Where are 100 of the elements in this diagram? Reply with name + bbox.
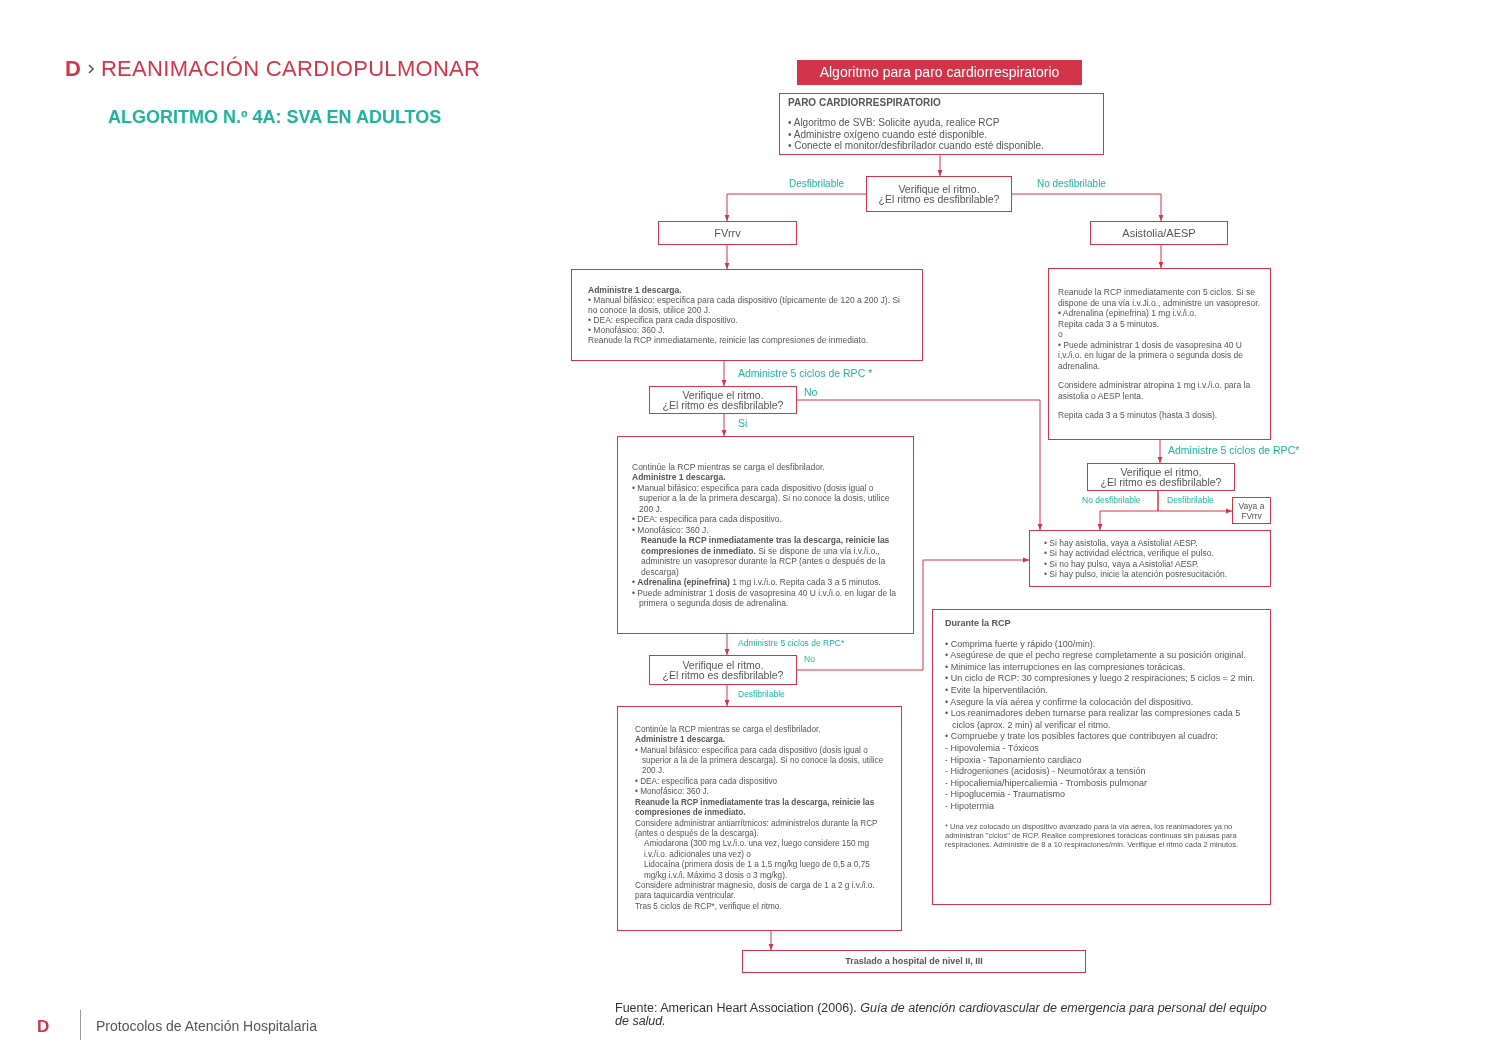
process-box	[571, 269, 923, 361]
edge-label: Desfibrilable	[788, 179, 846, 189]
connector-arrow	[721, 360, 727, 387]
decision-box	[649, 655, 797, 685]
box-text: Amiodarona (300 mg Lv./i.o. una vez, luego considere 150 mg i.v./i.o. adicionales una vez) o	[643, 839, 871, 860]
footer-text: Protocolos de Atención Hospitalaria	[96, 1017, 318, 1036]
box-text: • Administre oxígeno cuando esté disponible.	[788, 128, 989, 140]
box-text: ¿El ritmo es desfibrilable?	[878, 194, 1000, 205]
connector-arrow	[796, 399, 1043, 531]
connector-arrow	[724, 193, 867, 222]
box-text: ¿El ritmo es desfibrilable?	[662, 400, 784, 411]
connector-arrow	[721, 413, 727, 437]
box-text: • Puede administrar 1 dosis de vasopresina 40 U i,v./i.o. en lugar de la primera o segunda dosis de adrenalina.	[1058, 339, 1245, 372]
box-text: • Compruebe y trate los posibles factores que contribuyen al cuadro:	[945, 731, 1219, 743]
box-text: - Hidrogeniones (acidosis) - Neumotórax a tensión	[945, 766, 1147, 778]
box-text: Continúe la RCP mientras se carga el desfibrilador.	[632, 461, 826, 472]
box-text: • DEA: especifica para cada dispositivo.	[632, 514, 783, 525]
box-text: • DEA: especifica para cada dispositivo	[635, 776, 779, 787]
box-text: ¿El ritmo es desfibrilable?	[662, 670, 784, 681]
box-heading: Administre 1 descarga.	[632, 472, 727, 483]
edge-label: No	[803, 387, 819, 398]
box-text: Tras 5 ciclos de RCP*, verifique el ritmo.	[635, 901, 783, 913]
connector-arrow	[937, 154, 943, 177]
box-text: Considere administrar magnesio, dosis de carga de 1 a 2 g i.v./i.o. para taquicardia ventricular.	[635, 880, 876, 902]
connector-arrow	[1157, 439, 1163, 464]
box-text: Repita cada 3 a 5 minutos (hasta 3 dosis).	[1058, 410, 1219, 421]
connector-arrow	[724, 633, 730, 656]
box-text: • Monofásico: 360 J.	[635, 787, 710, 798]
edge-label: No desfibrilable	[1036, 179, 1107, 189]
box-text: • Asegure la vía aérea y confirme la colocación del dispositivo.	[945, 696, 1195, 709]
algorithm-subtitle: ALGORITMO N.º 4A: SVA EN ADULTOS	[108, 106, 442, 129]
box-text: Asistolia/AESP	[1122, 225, 1196, 241]
box-text: Algoritmo para paro cardiorrespiratorio	[819, 63, 1060, 82]
edge-label: Administre 5 ciclos de RPC*	[737, 639, 846, 648]
connector-arrow	[724, 684, 730, 707]
connector-arrow	[1011, 193, 1164, 222]
box-text: Verifique el ritmo.	[682, 659, 764, 670]
box-heading: Durante la RCP	[945, 618, 1012, 630]
box-text: Verifique el ritmo.	[1120, 466, 1202, 477]
box-text: • Adrenalina (epinefrina) 1 mg i.v./i.o.	[1058, 308, 1198, 319]
box-text: • Si hay pulso, inicie la atención posresucitación.	[1044, 569, 1228, 580]
source-caption: Fuente: American Heart Association (2006). Guía de atención cardiovascular de emergencia para personal del equipo de salud.	[615, 1002, 1268, 1028]
process-box	[932, 609, 1271, 905]
connector-arrow	[724, 244, 730, 270]
decision-box	[1087, 463, 1235, 491]
box-text: Reanude la RCP inmediatamente con 5 ciclos. Si se dispone de una vía i.v.Ji.o., administre un vasopresor.	[1058, 287, 1261, 309]
process-box	[1232, 497, 1271, 524]
process-box	[779, 93, 1104, 155]
box-text: • Evite la hiperventilación.	[945, 684, 1049, 697]
box-text: - Hipotermia	[945, 800, 995, 813]
edge-label: Desfibrilable	[1166, 496, 1215, 505]
box-text: Traslado a hospital de nivel II, III	[845, 954, 983, 968]
box-heading: Administre 1 descarga.	[588, 285, 683, 295]
edge-label: Si	[737, 418, 749, 429]
box-text: • Si hay asistolia, vaya a Asistolia! AESP.	[1044, 537, 1199, 548]
box-text: • Si no hay pulso, vaya a Asistolia! AESP.	[1044, 558, 1200, 569]
box-text: Reanude la RCP inmediatamente, reinicie las compresiones de inmediato.	[588, 335, 870, 345]
box-text: - Hipoglucemia - Traumatismo	[945, 789, 1067, 801]
box-text: Verifique el ritmo.	[682, 389, 764, 400]
box-text: • Si hay actividad eléctrica, verifique el pulso.	[1044, 548, 1215, 559]
process-box	[1090, 221, 1228, 245]
edge-label: Desfibrilable	[737, 690, 786, 699]
box-heading: Administre 1 descarga.	[635, 735, 727, 746]
box-text: o	[1058, 329, 1064, 340]
box-text: Considere administrar atropina 1 mg i.v./i.o. para la asistolia o AESP lenta.	[1058, 380, 1252, 402]
process-box	[742, 950, 1086, 973]
title-banner	[797, 60, 1082, 85]
box-text: • Un ciclo de RCP: 30 compresiones y luego 2 respiraciones; 5 ciclos = 2 min.	[945, 673, 1257, 685]
box-text: • Algoritmo de SVB: Solicite ayuda, realice RCP	[788, 117, 1001, 129]
edge-label: Administre 5 ciclos de RPC *	[737, 368, 874, 379]
process-box	[617, 706, 902, 931]
process-box	[1048, 268, 1271, 440]
box-text: • Monofásico: 360 J.	[588, 325, 666, 335]
box-text: ¿El ritmo es desfibrilable?	[1100, 477, 1222, 488]
edge-label: No desfibrilable	[1081, 496, 1142, 505]
connector-arrow	[1157, 490, 1233, 514]
box-text: Verifique el ritmo.	[898, 183, 980, 194]
page-title: REANIMACIÓN CARDIOPULMONAR	[100, 55, 481, 83]
connector-arrow	[768, 930, 774, 951]
box-text: • Adrenalina (epinefrina) 1 mg i.v./i.o. Repita cada 3 a 5 minutos.	[632, 577, 882, 588]
box-heading: Reanude la RCP inmediatamente tras la descarga, reinicie las compresiones de inmediato.	[635, 797, 876, 819]
box-text: • Los reanimadores deben turnarse para realizar las compresiones cada 5 ciclos (aprox. 2 min) al verificar el ritmo.	[945, 708, 1242, 732]
box-text: Repita cada 3 a 5 minutos.	[1058, 318, 1161, 330]
box-text: • Comprima fuerte y rápido (100/min).	[945, 638, 1097, 651]
box-text: Considere administrar antiarrítmicos: administrelos durante la RCP (antes o después de la descarga).	[635, 818, 879, 839]
decision-box	[866, 176, 1012, 212]
connector-arrow	[1158, 244, 1164, 269]
box-text: • Conecte el monitor/desfibrílador cuando esté disponible.	[788, 140, 1045, 152]
box-text: - Hipoxia - Taponamiento cardiaco	[945, 754, 1083, 767]
box-text: Vaya a FVrrv	[1237, 500, 1266, 521]
box-text: • Manual bifásico: especifica para cada dispositivo (típicamente de 120 a 200 J). Si no conoce la dosis, utilice 200 J.	[588, 295, 901, 315]
box-text: • DEA: especifica para cada dispositivo.	[588, 315, 739, 325]
box-text: Reanude la RCP inmediatamente tras la descarga, reinicie las compresiones de inmediato. Si se dispone de una vía i.v./i.o., administre un vasopresor durante la RCP (antes o después de la descarga)	[640, 535, 891, 577]
box-text: - Hipovolemia - Tóxicos	[945, 742, 1040, 755]
edge-label: Administre 5 ciclos de RPC*	[1167, 445, 1301, 456]
box-text: • Manual bifásico: especifica para cada dispositivo (dosis igual o superior a la de la primera descarga). Si no conoce la dosis, utilice 200 J.	[632, 482, 891, 514]
box-text: • Puede administrar 1 dosis de vasopresina 40 U i.v./i.o. en lugar de la primera o segunda dosis de adrenalina.	[632, 587, 898, 609]
box-text: Lidocaína (primera dosis de 1 a 1.5 rng/kg luego de 0,5 a 0,75 mg/kg i.v./i. Máximo 3 dosis o 3 mg/kg).	[643, 860, 871, 881]
connector-arrow	[796, 557, 1030, 671]
section-letter: D	[65, 55, 81, 83]
